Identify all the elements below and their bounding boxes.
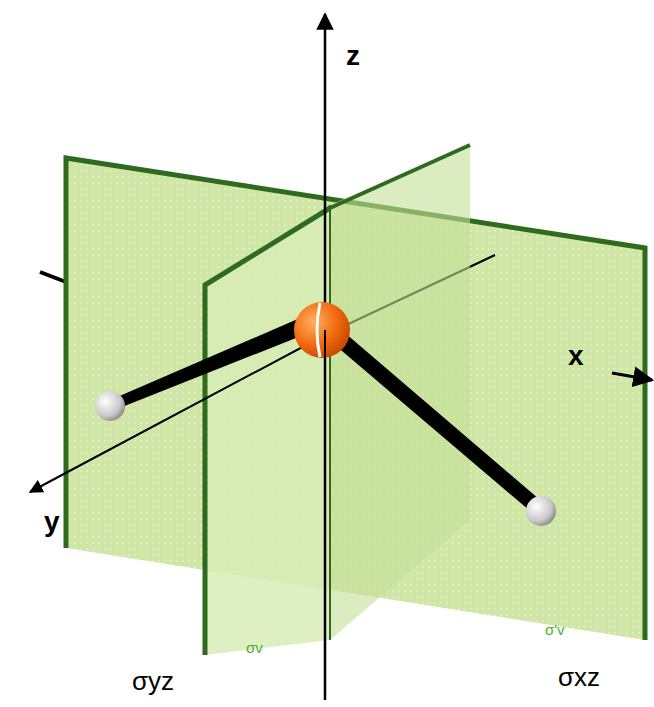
oxygen-atom bbox=[294, 302, 350, 358]
x-axis bbox=[40, 272, 66, 282]
z-axis bbox=[324, 330, 326, 358]
bond bbox=[335, 333, 546, 516]
axis-label: x bbox=[568, 342, 584, 370]
atom-highlight bbox=[317, 303, 320, 357]
hydrogen-atom bbox=[95, 391, 125, 421]
plane-label: σv bbox=[246, 640, 263, 655]
plane-edge bbox=[205, 208, 330, 655]
plane-label: σxz bbox=[558, 664, 600, 690]
axis-label: y bbox=[44, 508, 60, 536]
z-axis bbox=[324, 14, 327, 700]
plane-label: σyz bbox=[132, 668, 174, 694]
plane-intersection bbox=[329, 205, 331, 640]
x-axis bbox=[612, 373, 652, 380]
plane-edge bbox=[330, 145, 470, 208]
plane-label: σ'v bbox=[545, 622, 565, 637]
hydrogen-atom bbox=[526, 496, 556, 526]
y-axis bbox=[30, 335, 325, 492]
mirror-plane bbox=[205, 205, 330, 655]
axis-label: z bbox=[346, 42, 360, 70]
